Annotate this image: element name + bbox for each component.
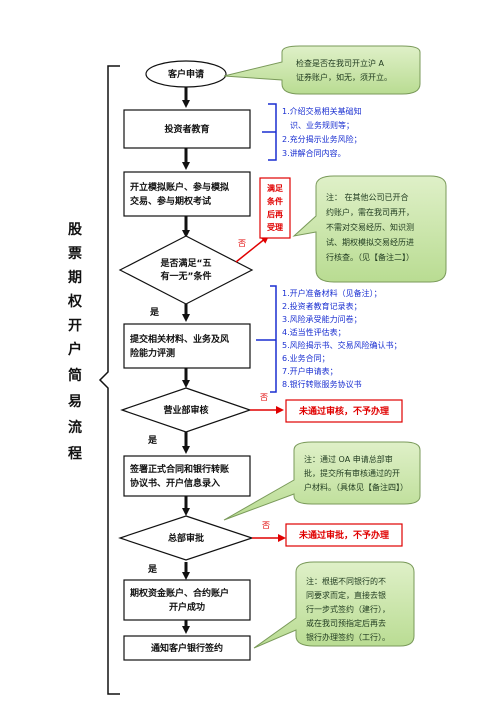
side-char: 易 <box>68 394 82 410</box>
education-list: 1.介绍交易相关基础知 识、业务规则等； 2.充分揭示业务风险； 3.讲解合同内… <box>282 106 362 158</box>
condition-diamond <box>118 235 254 305</box>
side-char: 票 <box>68 246 82 262</box>
note-2-line: 注： 在其他公司已开合 <box>326 192 409 202</box>
note-2-line: 行核查。（见【备注二】） <box>326 252 414 262</box>
side-red-line: 满足 <box>267 183 284 193</box>
open-account-label-line: 开户成功 <box>169 601 205 613</box>
note-4-line: 同要求而定，直接去银 <box>306 590 386 600</box>
materials-bracket <box>256 285 277 393</box>
no-label: 否 <box>238 239 246 248</box>
sign-box <box>123 455 251 497</box>
education-label: 投资者教育 <box>164 123 209 135</box>
note-callout-3 <box>223 441 421 521</box>
note-3-line: 批，提交所有审核通过的开 <box>304 468 400 478</box>
note-3-line: 户材料。（具体见【备注四】） <box>304 482 408 492</box>
side-char: 期 <box>68 270 82 286</box>
materials-list-item: 6.业务合同； <box>282 353 330 363</box>
simulate-label-line: 交易、参与期权考试 <box>130 195 211 207</box>
side-char: 程 <box>68 446 82 462</box>
education-list-item: 1.介绍交易相关基础知 <box>282 106 362 116</box>
note-callout-2 <box>292 175 447 283</box>
note-2-line: 不需对交易经历、知识测 <box>326 222 414 232</box>
materials-list-item: 2.投资者教育记录表； <box>282 301 362 311</box>
submit-label-line: 提交相关材料、业务及风 <box>130 333 229 345</box>
side-char: 开 <box>68 318 82 334</box>
side-char: 股 <box>68 222 83 238</box>
notify-box <box>123 635 251 661</box>
side-char: 权 <box>67 293 83 310</box>
start-node <box>145 60 227 88</box>
side-red-line: 受理 <box>267 222 283 232</box>
sign-label-line: 签署正式合同和银行转账 <box>129 463 229 475</box>
reject-hq-box <box>285 523 403 547</box>
materials-list: 1.开户准备材料（见备注）； 2.投资者教育记录表； 3.风险承受能力问卷； 4… <box>282 288 402 389</box>
submit-label-line: 险能力评测 <box>130 347 175 359</box>
education-list-item: 3.讲解合同内容。 <box>282 148 346 158</box>
note-4-line: 行一步式签约（建行）， <box>306 604 390 614</box>
side-char: 流 <box>68 419 82 436</box>
side-char: 户 <box>68 341 82 358</box>
note-callout-4 <box>253 561 415 649</box>
yes-label: 是 <box>149 307 160 318</box>
hq-review-label: 总部审批 <box>168 532 204 544</box>
open-account-label-line: 期权资金账户、合约账户 <box>130 587 229 599</box>
note-1-line: 检查是否在我司开立沪 A <box>296 58 385 68</box>
side-red-line: 后再 <box>267 209 283 219</box>
branch-review-label: 营业部审核 <box>163 404 208 416</box>
materials-list-item: 4.适当性评估表； <box>282 327 346 337</box>
simulate-box <box>123 171 251 217</box>
condition-label-line: 有一无”条件 <box>161 270 212 282</box>
hq-review-diamond <box>118 515 254 561</box>
condition-no-arrow <box>235 235 270 263</box>
materials-list-item: 3.风险承受能力问卷； <box>282 314 362 324</box>
note-1-line: 证券账户，如无，须开立。 <box>296 72 392 82</box>
side-bracket <box>98 65 120 695</box>
reject-branch-label: 未通过审核，不予办理 <box>298 405 389 417</box>
note-2-line: 约账户，需在我司再开， <box>326 207 414 217</box>
notify-label: 通知客户银行签约 <box>151 642 223 654</box>
sign-label-line: 协议书、开户信息录入 <box>130 477 220 489</box>
materials-list-item: 5.风险揭示书、交易风险确认书； <box>282 340 402 350</box>
submit-box <box>123 323 251 369</box>
side-title: 股 票 期 权 开 户 简 易 流 程 <box>67 222 83 462</box>
education-list-item: 2.充分揭示业务风险； <box>282 134 362 144</box>
side-char: 简 <box>68 367 82 384</box>
materials-list-item: 8.银行转账服务协议书 <box>282 379 362 389</box>
start-node-label: 客户申请 <box>167 68 204 80</box>
note-3-line: 注：通过 OA 申请总部审 <box>304 454 393 464</box>
condition-label-line: 是否满足“五 <box>160 257 212 269</box>
education-list-item: 识、业务规则等； <box>290 120 354 130</box>
note-4-line: 银行办理签约（工行）。 <box>306 632 390 642</box>
side-red-box <box>259 177 291 239</box>
yes-label: 是 <box>147 564 158 575</box>
no-label: 否 <box>262 521 270 530</box>
no-label: 否 <box>260 393 268 402</box>
reject-branch-box <box>285 399 403 423</box>
note-2-line: 试、期权模拟交易经历进 <box>326 237 414 247</box>
branch-review-diamond <box>120 387 252 433</box>
reject-hq-label: 未通过审批，不予办理 <box>298 529 389 541</box>
side-red-line: 条件 <box>266 196 283 206</box>
materials-list-item: 7.开户申请表； <box>282 366 338 376</box>
yes-label: 是 <box>147 435 158 446</box>
note-4-line: 或在我司预指定后再去 <box>306 618 386 628</box>
note-callout-1 <box>223 45 421 95</box>
education-bracket <box>262 103 277 161</box>
simulate-label-line: 开立模拟账户、参与模拟 <box>130 181 229 193</box>
open-account-box <box>123 579 251 621</box>
note-4-line: 注：根据不同银行的不 <box>306 576 386 586</box>
education-box <box>123 109 251 149</box>
materials-list-item: 1.开户准备材料（见备注）； <box>282 288 382 298</box>
